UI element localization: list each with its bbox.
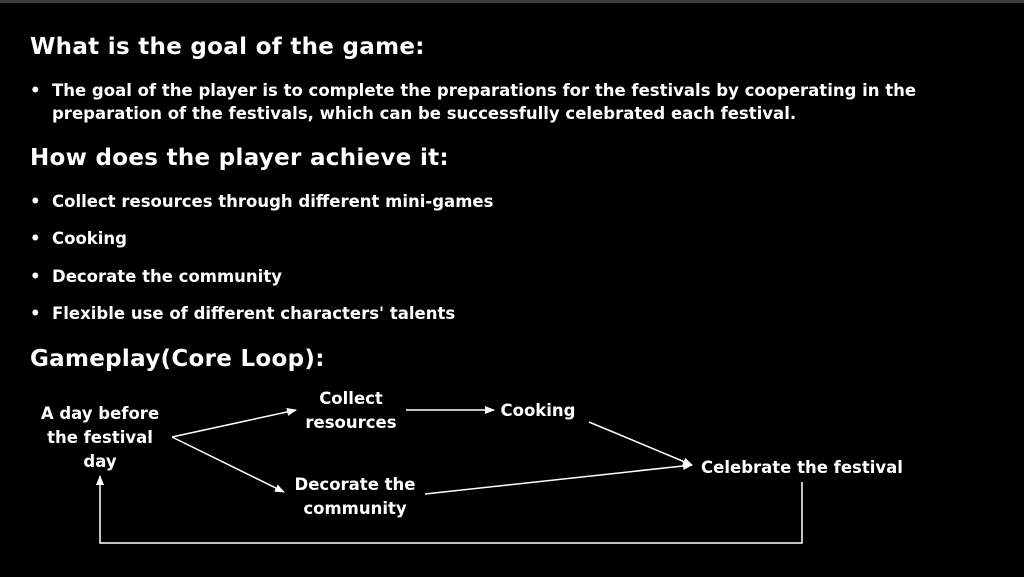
achieve-bullet-4: • Flexible use of different characters' … <box>30 302 930 325</box>
achieve-bullet-text: Collect resources through different mini… <box>52 192 494 211</box>
achieve-bullet-1: • Collect resources through different mi… <box>30 190 930 213</box>
goal-heading: What is the goal of the game: <box>30 34 425 60</box>
node-decorate-community: Decorate the community <box>294 475 416 518</box>
bullet-dot: • <box>30 267 41 286</box>
edge-start-to-collect <box>171 408 297 438</box>
goal-bullet: • The goal of the player is to complete … <box>30 79 930 125</box>
edge-decorate-to-celebrate <box>424 461 693 495</box>
achieve-bullet-2: • Cooking <box>30 227 930 250</box>
edge-celebrate-to-start <box>96 475 803 544</box>
achieve-bullet-text: Flexible use of different characters' ta… <box>52 304 456 323</box>
node-celebrate-festival: Celebrate the festival <box>701 458 903 477</box>
bullet-dot: • <box>30 229 41 248</box>
node-collect-resources: Collect resources <box>305 389 397 432</box>
node-day-before-festival: A day before the festival day <box>40 404 160 471</box>
achieve-heading: How does the player achieve it: <box>30 145 449 171</box>
achieve-bullet-text: Cooking <box>52 229 127 248</box>
achieve-bullet-text: Decorate the community <box>52 267 282 286</box>
achieve-bullet-3: • Decorate the community <box>30 265 930 288</box>
goal-bullet-text: The goal of the player is to complete th… <box>52 81 917 123</box>
top-border <box>0 0 1024 3</box>
bullet-dot: • <box>30 304 41 323</box>
node-cooking: Cooking <box>500 401 576 420</box>
edge-start-to-decorate <box>171 436 285 493</box>
bullet-dot: • <box>30 192 41 211</box>
core-loop-heading: Gameplay(Core Loop): <box>30 346 325 372</box>
bullet-dot: • <box>30 81 41 100</box>
edge-cooking-to-celebrate <box>588 421 693 466</box>
